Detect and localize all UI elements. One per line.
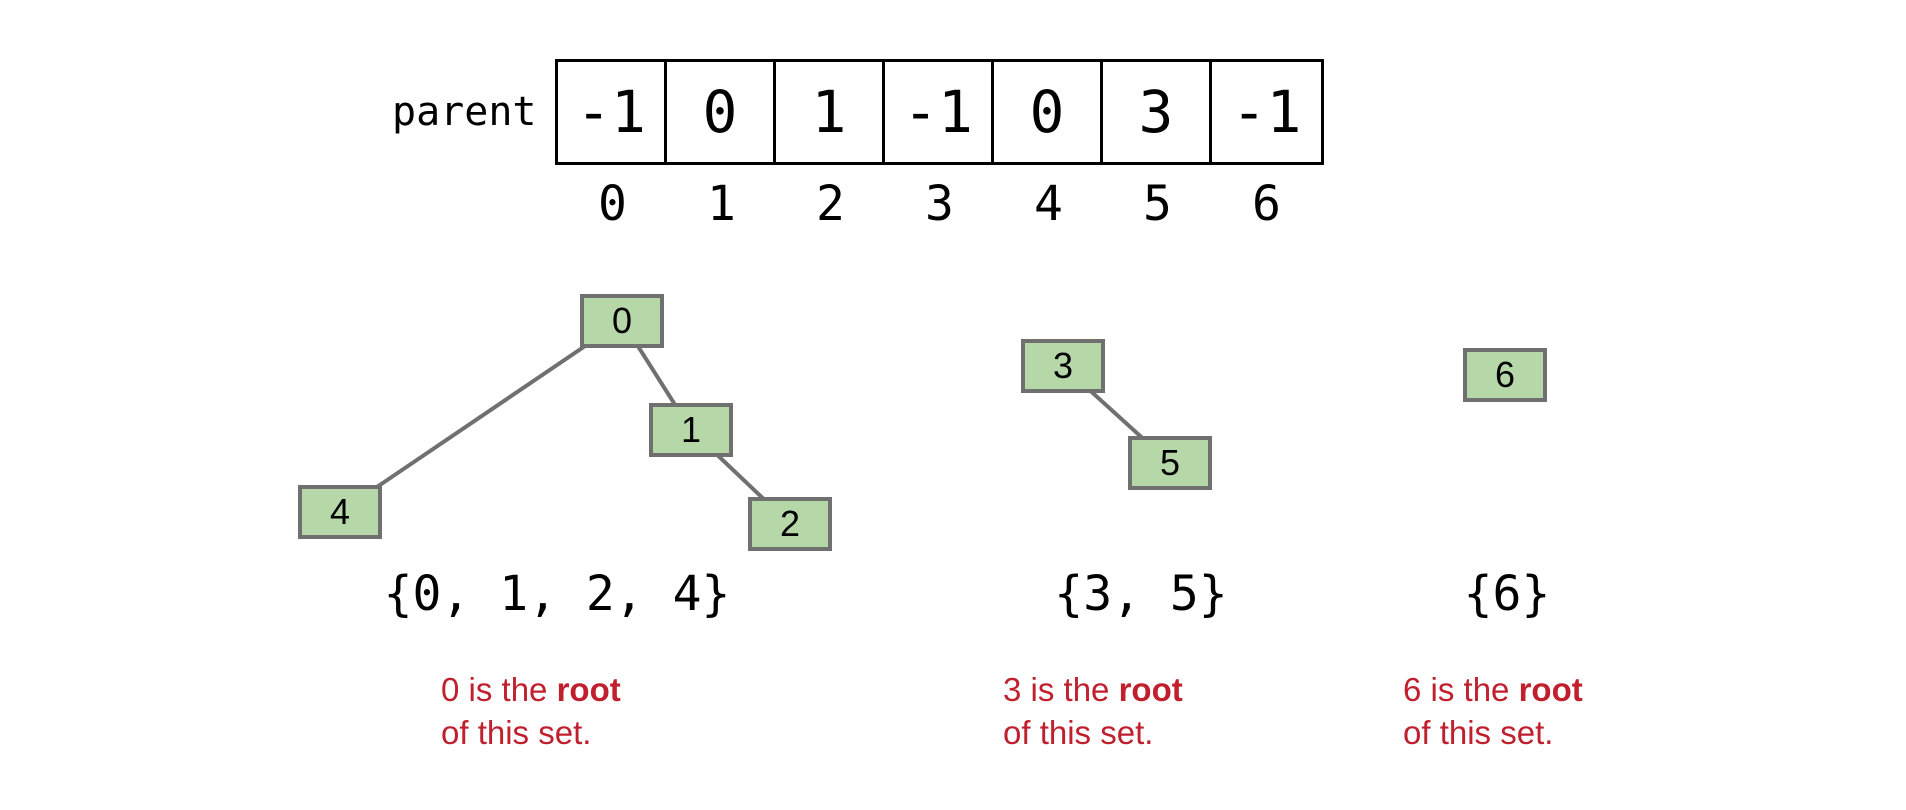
tree-node-3: 3 — [1021, 339, 1105, 393]
caption-text: of this set. — [441, 714, 592, 751]
array-cell: 3 — [1103, 62, 1212, 162]
array-cell: 0 — [667, 62, 776, 162]
caption-text: of this set. — [1403, 714, 1554, 751]
edge-0-4 — [338, 319, 624, 514]
array-index: 1 — [707, 176, 736, 232]
caption-text: 6 is the — [1403, 671, 1519, 708]
root-caption-1: 3 is the root of this set. — [1003, 668, 1183, 754]
set-label-2: {6} — [1463, 566, 1551, 622]
array-cell: -1 — [558, 62, 667, 162]
tree-node-6: 6 — [1463, 348, 1547, 402]
array-index: 4 — [1034, 176, 1063, 232]
root-caption-2: 6 is the root of this set. — [1403, 668, 1583, 754]
array-cell: 1 — [776, 62, 885, 162]
set-label-1: {3, 5} — [1054, 566, 1228, 622]
array-index: 5 — [1143, 176, 1172, 232]
array-index: 2 — [816, 176, 845, 232]
array-cell: 0 — [994, 62, 1103, 162]
array-index: 3 — [925, 176, 954, 232]
array-index: 6 — [1252, 176, 1281, 232]
tree-node-1: 1 — [649, 403, 733, 457]
caption-bold-root: root — [556, 671, 621, 708]
caption-bold-root: root — [1518, 671, 1583, 708]
set-label-0: {0, 1, 2, 4} — [383, 566, 731, 622]
array-index-row: 0 1 2 3 4 5 6 — [558, 178, 1321, 230]
caption-text: 0 is the — [441, 671, 557, 708]
caption-text: of this set. — [1003, 714, 1154, 751]
parent-array: -1 0 1 -1 0 3 -1 — [555, 59, 1324, 165]
tree-node-0: 0 — [580, 294, 664, 348]
parent-array-label: parent — [392, 89, 537, 135]
array-cell: -1 — [1231, 78, 1302, 146]
caption-bold-root: root — [1118, 671, 1183, 708]
tree-node-2: 2 — [748, 497, 832, 551]
root-caption-0: 0 is the root of this set. — [441, 668, 621, 754]
caption-text: 3 is the — [1003, 671, 1119, 708]
array-cell: -1 — [885, 62, 994, 162]
tree-node-4: 4 — [298, 485, 382, 539]
array-index: 0 — [598, 176, 627, 232]
tree-node-5: 5 — [1128, 436, 1212, 490]
